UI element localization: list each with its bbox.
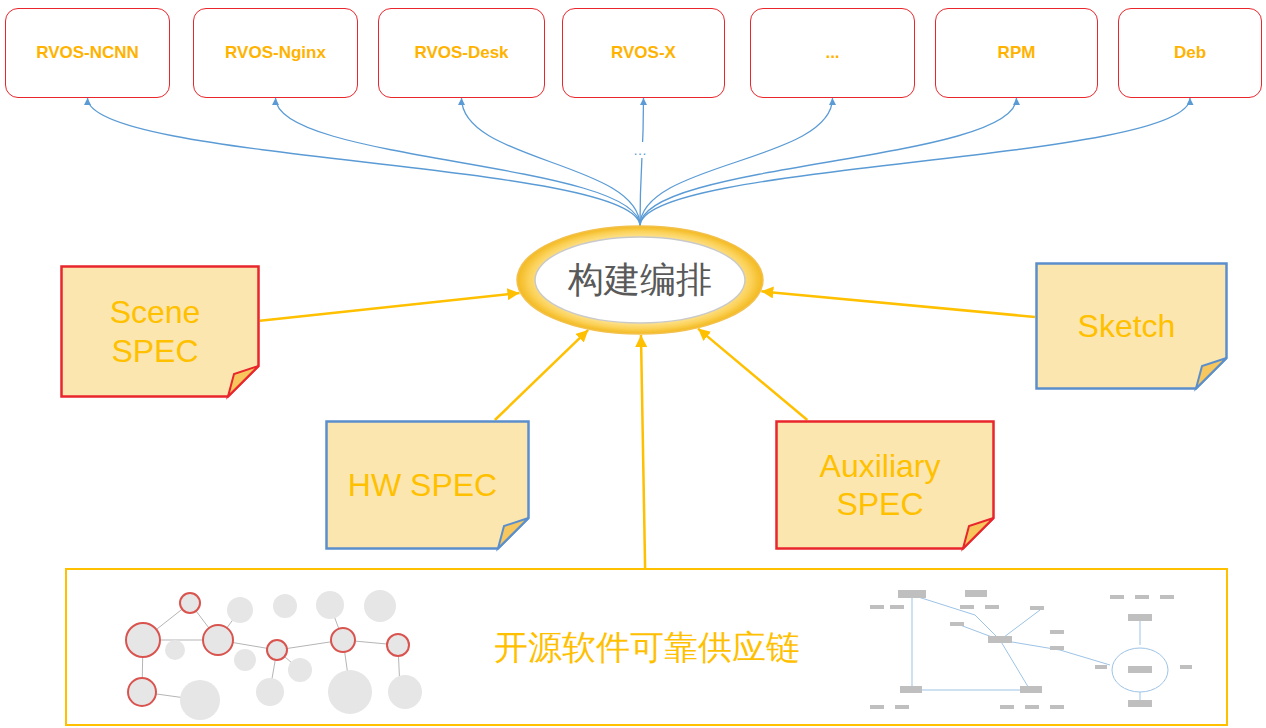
connector-arrow	[641, 335, 645, 568]
output-box: RVOS-X	[562, 8, 725, 98]
note-body	[62, 267, 259, 397]
spec-note: Scene SPEC	[60, 265, 260, 398]
ellipsis-label: …	[630, 142, 650, 158]
node-text: 构建编排	[568, 258, 712, 301]
spec-note: Auxiliary SPEC	[775, 420, 995, 550]
note-body	[1037, 264, 1227, 389]
note-fold	[498, 518, 529, 549]
connector-arrow	[640, 98, 833, 226]
output-box: ...	[750, 8, 915, 98]
output-box: RVOS-NCNN	[5, 8, 170, 98]
supply-chain-band: 开源软件可靠供应链	[65, 568, 1228, 726]
note-shape	[60, 265, 260, 398]
node-text: RVOS-X	[611, 43, 676, 63]
ring-inner	[535, 237, 745, 323]
connector-arrow	[88, 98, 641, 226]
node-text: RPM	[998, 43, 1036, 63]
connector-arrow	[640, 98, 1190, 226]
node-text: RVOS-NCNN	[36, 43, 139, 63]
note-fold	[963, 518, 994, 549]
connector-arrow	[260, 293, 519, 321]
connector-arrow	[761, 291, 1035, 317]
connector-arrow	[698, 329, 807, 420]
node-text: HW SPEC	[348, 466, 507, 504]
node-text: RVOS-Nginx	[225, 43, 326, 63]
spec-note: HW SPEC	[325, 420, 530, 550]
orchestration-ellipse: 构建编排	[515, 224, 765, 336]
spec-note: Sketch	[1035, 262, 1228, 390]
node-text: Auxiliary SPEC	[795, 447, 975, 524]
note-body	[777, 422, 994, 549]
dependency-graph-nodes	[126, 590, 422, 720]
connector-arrow	[640, 98, 1017, 226]
node-text: Deb	[1174, 43, 1206, 63]
note-body	[327, 422, 529, 549]
connector-arrow	[462, 98, 641, 226]
node-text: Scene SPEC	[80, 293, 240, 370]
connector-arrow	[495, 330, 588, 420]
connector-arrow	[640, 98, 644, 226]
ring-outer	[517, 226, 763, 334]
connector-arrow	[276, 98, 641, 226]
knowledge-graph-nodes	[870, 590, 1192, 709]
note-shape	[775, 420, 995, 550]
note-fold	[228, 366, 259, 397]
node-text: Sketch	[1078, 307, 1186, 345]
node-text: 开源软件可靠供应链	[494, 627, 800, 668]
node-text: RVOS-Desk	[414, 43, 508, 63]
node-text: ...	[825, 43, 839, 63]
output-box: RVOS-Nginx	[193, 8, 358, 98]
output-box: RVOS-Desk	[378, 8, 545, 98]
knowledge-graph-thumbnail	[912, 595, 1168, 700]
note-fold	[1196, 358, 1227, 389]
output-box: RPM	[935, 8, 1098, 98]
output-box: Deb	[1118, 8, 1262, 98]
